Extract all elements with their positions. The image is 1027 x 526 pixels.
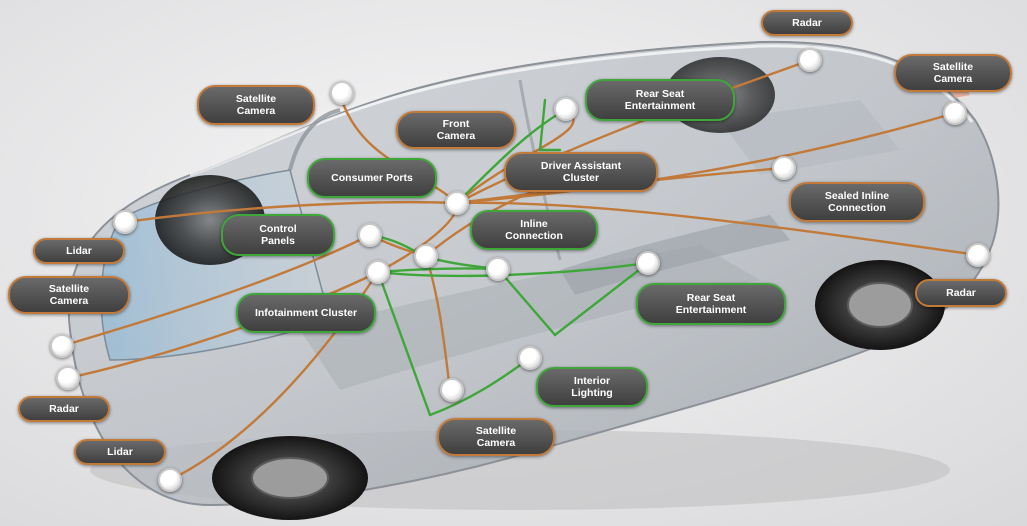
- node-rear-seat-top: [554, 97, 578, 121]
- floor-panel: [300, 245, 760, 390]
- node-radar-left: [56, 366, 80, 390]
- node-interior-lighting: [518, 346, 542, 370]
- front-right-rim: [251, 457, 329, 499]
- label-satellite-camera-top-right: Satellite Camera: [894, 54, 1012, 92]
- wire-to-radar-left: [66, 270, 380, 380]
- wire-to-satellite-bottom: [376, 270, 432, 417]
- node-infotainment: [366, 260, 390, 284]
- label-driver-assistant-cluster: Driver Assistant Cluster: [504, 152, 658, 192]
- label-satellite-camera-top-left: Satellite Camera: [197, 85, 315, 125]
- label-consumer-ports: Consumer Ports: [307, 158, 437, 198]
- label-lidar-bottom: Lidar: [74, 439, 166, 465]
- node-camera-top-left: [330, 81, 354, 105]
- node-camera-left: [50, 334, 74, 358]
- label-inline-connection: Inline Connection: [470, 210, 598, 250]
- label-control-panels: Control Panels: [221, 214, 335, 256]
- node-satellite-bottom: [440, 378, 464, 402]
- node-inline-connection: [486, 257, 510, 281]
- label-rear-seat-entertainment-bottom: Rear Seat Entertainment: [636, 283, 786, 325]
- wire-to-lidar-left: [123, 200, 459, 224]
- label-sealed-inline-connection: Sealed Inline Connection: [789, 182, 925, 222]
- node-sealed-inline: [772, 156, 796, 180]
- node-lidar-left: [113, 210, 137, 234]
- rear-seat: [560, 215, 790, 295]
- roof-highlight: [189, 44, 974, 177]
- wire-to-camera-left: [60, 233, 372, 348]
- label-radar-right: Radar: [915, 279, 1007, 307]
- wire-inline-loop: [496, 261, 650, 337]
- node-rear-seat-bottom: [636, 251, 660, 275]
- label-radar-top: Radar: [761, 10, 853, 36]
- trunk-area: [720, 100, 900, 175]
- node-control-panels: [358, 223, 382, 247]
- a-pillar: [288, 108, 341, 171]
- node-hub-center: [414, 244, 438, 268]
- wire-down: [424, 254, 452, 392]
- rear-right-rim: [847, 282, 913, 328]
- wire-to-rear-seat-green: [455, 108, 567, 205]
- label-satellite-camera-bottom: Satellite Camera: [437, 418, 555, 456]
- wire-to-radar-right: [455, 201, 980, 257]
- label-front-camera: Front Camera: [396, 111, 516, 149]
- wire-bracket: [538, 98, 562, 152]
- label-lidar-left: Lidar: [33, 238, 125, 264]
- label-radar-left: Radar: [18, 396, 110, 422]
- label-interior-lighting: Interior Lighting: [536, 367, 648, 407]
- node-lidar-bottom: [158, 468, 182, 492]
- node-radar-top: [798, 48, 822, 72]
- node-camera-top-right: [943, 101, 967, 125]
- label-satellite-camera-left: Satellite Camera: [8, 276, 130, 314]
- label-rear-seat-entertainment-top: Rear Seat Entertainment: [585, 79, 735, 121]
- node-radar-right: [966, 243, 990, 267]
- node-consumer-ports: [445, 191, 469, 215]
- label-infotainment-cluster: Infotainment Cluster: [236, 293, 376, 333]
